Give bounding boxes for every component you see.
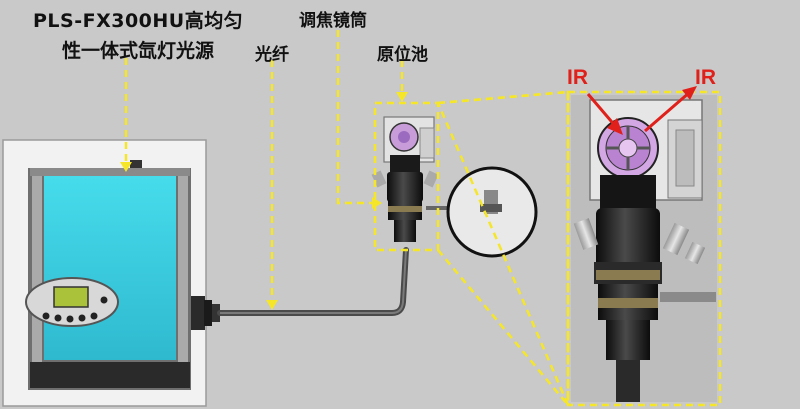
fiber-label: 光纤 bbox=[255, 45, 289, 65]
light-source-title-line1: PLS-FX300HU高均匀 bbox=[33, 10, 244, 32]
optical-fiber bbox=[217, 247, 409, 316]
ir-arrows bbox=[586, 86, 697, 135]
reflector-mirror bbox=[426, 166, 538, 258]
zoom-inset bbox=[571, 95, 717, 402]
lcd-display bbox=[53, 286, 89, 308]
callout-lines bbox=[124, 30, 722, 407]
light-source-title-line2: 性一体式氙灯光源 bbox=[62, 40, 215, 62]
callout-arrowheads bbox=[120, 92, 408, 310]
cell-assembly-small bbox=[371, 116, 439, 242]
cell-label: 原位池 bbox=[377, 45, 428, 65]
control-panel bbox=[25, 277, 119, 327]
ir-label-right: IR bbox=[695, 66, 716, 89]
light-source-panel bbox=[44, 176, 176, 360]
ir-label-left: IR bbox=[567, 66, 588, 89]
light-source-unit bbox=[2, 139, 220, 407]
focus-tube-label: 调焦镜筒 bbox=[299, 11, 367, 31]
